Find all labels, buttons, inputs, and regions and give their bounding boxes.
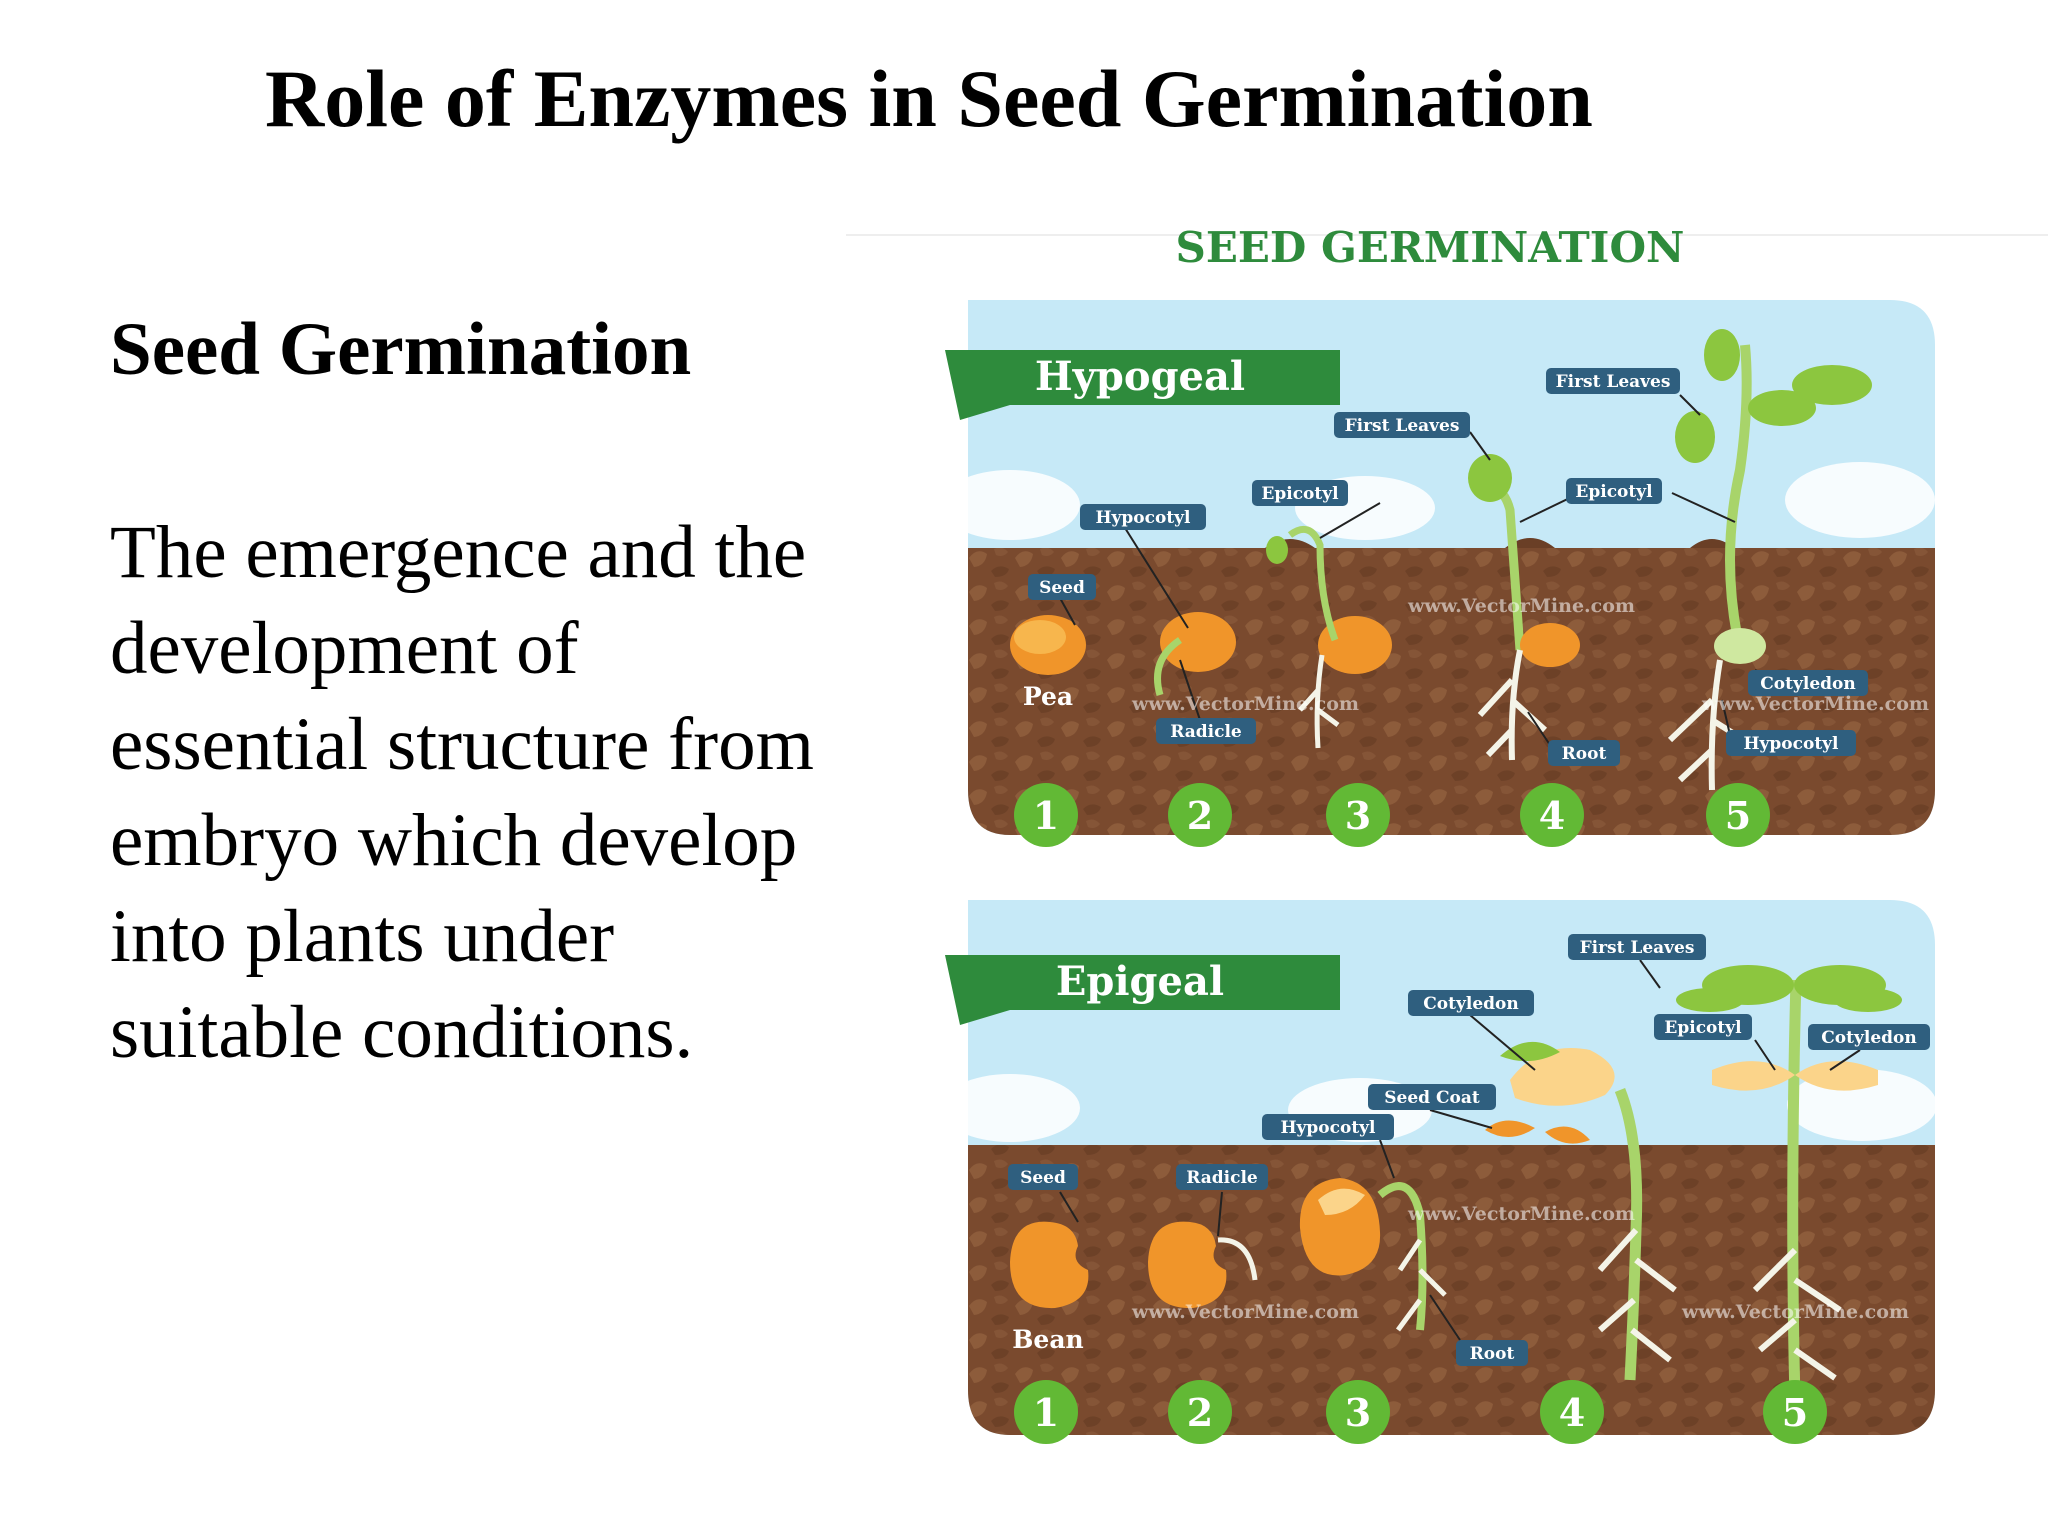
epigeal-epicotyl-label: Epicotyl <box>1664 1018 1742 1038</box>
seedling-stage5-icon <box>1725 344 1752 652</box>
definition-text: The emergence and the development of ess… <box>110 511 814 1074</box>
hypogeal-step-2: 2 <box>1187 793 1213 838</box>
hypogeal-cotyledon-label: Cotyledon <box>1760 674 1855 694</box>
hypogeal-hypocotyl-label-2: Hypocotyl <box>1743 734 1839 754</box>
hypogeal-banner <box>945 350 1340 420</box>
pea-stage3-icon <box>1318 616 1392 674</box>
epigeal-first-leaves-label: First Leaves <box>1580 938 1695 958</box>
epigeal-step-2: 2 <box>1187 1390 1213 1435</box>
epigeal-cotyledon-label-1: Cotyledon <box>1423 994 1518 1014</box>
epigeal-seed-coat-label: Seed Coat <box>1384 1088 1480 1108</box>
hypogeal-epicotyl-label-1: Epicotyl <box>1261 484 1339 504</box>
epigeal-seed-label: Seed <box>1020 1168 1066 1188</box>
bean-label: Bean <box>1012 1325 1083 1354</box>
watermark-1: www.VectorMine.com <box>1407 595 1635 617</box>
hypogeal-step-3: 3 <box>1345 793 1371 838</box>
epigeal-root-label: Root <box>1470 1344 1515 1364</box>
epigeal-step-5: 5 <box>1782 1390 1808 1435</box>
seedling-stage5-epigeal-icon <box>1787 979 1802 1401</box>
hypogeal-radicle-label: Radicle <box>1170 722 1242 742</box>
diagram-title: SEED GERMINATION <box>1176 225 1685 272</box>
watermark-4: www.VectorMine.com <box>1131 1301 1359 1323</box>
pea-label: Pea <box>1023 682 1073 711</box>
bean-sprouting-icon <box>1148 1221 1227 1309</box>
hypogeal-first-leaves-label-2: First Leaves <box>1556 372 1671 392</box>
hypogeal-step-1: 1 <box>1033 793 1059 838</box>
epigeal-step-3: 3 <box>1345 1390 1371 1435</box>
epigeal-panel: Epigeal Bean <box>940 900 1937 1444</box>
watermark-2: www.VectorMine.com <box>1131 693 1359 715</box>
section-heading: Seed Germination <box>110 308 692 391</box>
hypogeal-step-5: 5 <box>1725 793 1751 838</box>
watermark-3: www.VectorMine.com <box>1701 693 1929 715</box>
hypogeal-step-4: 4 <box>1539 793 1565 838</box>
pea-sprouting-icon <box>1160 612 1236 672</box>
hypogeal-label: Hypogeal <box>1035 353 1245 400</box>
epigeal-label: Epigeal <box>1056 958 1224 1005</box>
watermark-5: www.VectorMine.com <box>1681 1301 1909 1323</box>
seed-germination-diagram: SEED GERMINATION Hypogeal Pea <box>846 225 2048 1444</box>
watermark-6: www.VectorMine.com <box>1407 1203 1635 1225</box>
epigeal-banner <box>945 955 1340 1025</box>
epigeal-step-4: 4 <box>1559 1390 1585 1435</box>
slide-title: Role of Enzymes in Seed Germination <box>265 53 1593 144</box>
epigeal-step-1: 1 <box>1033 1390 1059 1435</box>
hypogeal-root-label: Root <box>1562 744 1607 764</box>
hypogeal-seed-label: Seed <box>1039 578 1085 598</box>
epigeal-hypocotyl-label: Hypocotyl <box>1280 1118 1376 1138</box>
hypogeal-first-leaves-label-1: First Leaves <box>1345 416 1460 436</box>
epigeal-cotyledon-label-2: Cotyledon <box>1821 1028 1916 1048</box>
hypogeal-epicotyl-label-2: Epicotyl <box>1575 482 1653 502</box>
epigeal-radicle-label: Radicle <box>1186 1168 1258 1188</box>
bean-seed-icon <box>1010 1221 1089 1309</box>
hypogeal-hypocotyl-label-1: Hypocotyl <box>1095 508 1191 528</box>
hypogeal-panel: Hypogeal Pea <box>940 300 1935 847</box>
